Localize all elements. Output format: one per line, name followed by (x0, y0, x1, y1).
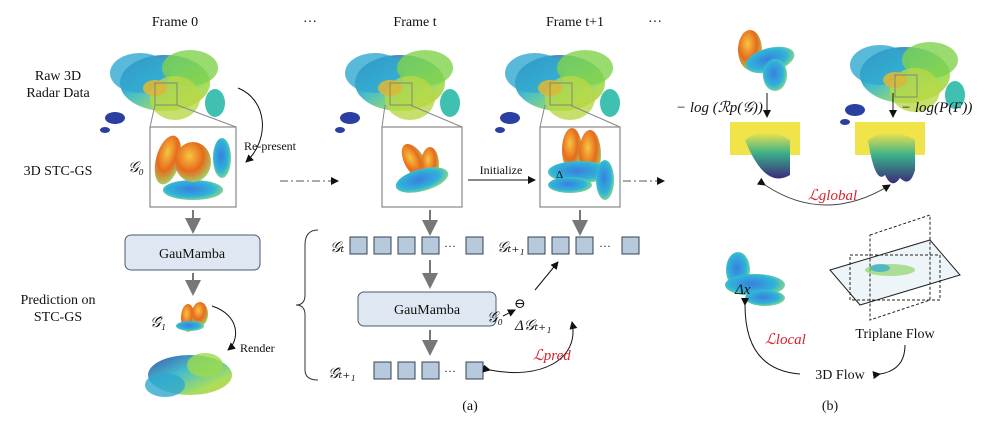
row-label-pred-2: STC-GS (34, 310, 82, 325)
seq-ellipsis: ··· (444, 364, 456, 378)
zoom-line (149, 104, 156, 128)
predicted-gaussians (176, 302, 208, 332)
zoom-line (409, 104, 463, 128)
gaussians-right-top (738, 30, 795, 91)
ellipsis: ··· (648, 15, 662, 30)
seq-ellipsis: ··· (599, 239, 611, 253)
zoom-line (569, 104, 621, 128)
l-pred-label: ℒpred (533, 348, 571, 364)
zoom-line (381, 104, 386, 128)
zoom-line (539, 104, 546, 128)
gaussians-frame-t (395, 143, 449, 193)
flow-arrow-right (872, 344, 906, 380)
surface-radar (855, 122, 925, 184)
radar-frame-t (334, 49, 461, 134)
g-hat-t1-symbol: 𝒢̂ₜ₊₁ (328, 366, 356, 382)
token-sequence-pred (373, 361, 484, 380)
token-sequence-t (349, 236, 484, 255)
gaussians-right-bottom (725, 252, 785, 306)
frame-0-label: Frame 0 (152, 15, 198, 30)
gaussians-frame-t1 (548, 128, 614, 200)
gaumamba-block-1 (124, 234, 261, 271)
row-label-stcgs: 3D STC-GS (24, 164, 93, 179)
row-label-pred-1: Prediction on (20, 293, 95, 308)
caption-a: (a) (462, 399, 478, 414)
g-t-symbol: 𝒢ₜ (330, 240, 345, 256)
rendered-radar (145, 353, 232, 397)
gaussians-frame-0 (154, 135, 231, 200)
g0-small-symbol: 𝒢₀ (487, 310, 503, 326)
frame-t-label: Frame t (393, 15, 436, 30)
flow-arrow-left (740, 297, 801, 375)
g-hat-1-symbol: 𝒢̂₁ (150, 315, 166, 331)
caption-b: (b) (822, 399, 839, 414)
triplane-flow-label: Triplane Flow (855, 327, 935, 342)
render-label: Render (240, 341, 275, 355)
row-label-raw-2: Radar Data (26, 86, 90, 101)
g-t1-symbol: 𝒢ₜ₊₁ (497, 240, 525, 256)
g0-symbol: 𝒢₀ (128, 160, 144, 176)
ominus-symbol: ⊖ (514, 297, 526, 312)
render-arrow (211, 305, 236, 351)
l-global-label: ℒglobal (808, 188, 857, 204)
delta-x-symbol: Δx (734, 282, 751, 298)
represent-arrow (237, 87, 263, 163)
neg-log-p-label: − log(P(F)) (901, 100, 972, 116)
gaumamba-block-2 (357, 291, 497, 327)
delta-arrow (534, 261, 559, 291)
surface-gaussian (730, 122, 800, 179)
triplane-icon (829, 214, 961, 321)
delta-symbol: Δ (556, 169, 563, 181)
seq-ellipsis: ··· (444, 239, 456, 253)
initialize-label: Initialize (480, 163, 523, 177)
l-local-label: ℒlocal (765, 332, 806, 348)
radar-frame-0 (99, 49, 226, 134)
row-label-raw-1: Raw 3D (35, 69, 81, 84)
3d-flow-label: 3D Flow (815, 368, 865, 383)
brace (295, 229, 319, 381)
subtract-arrow (502, 309, 516, 317)
gaumamba-label: GauMamba (394, 303, 461, 318)
frame-t1-label: Frame t+1 (546, 15, 604, 30)
delta-g-symbol: Δ𝒢ₜ₊₁ (514, 318, 551, 334)
represent-label: Re-present (244, 139, 297, 153)
neg-log-r-label: − log (ℛp(𝒢)) (676, 100, 763, 116)
zoom-line (176, 104, 237, 128)
global-loss-arrow (756, 177, 891, 206)
token-sequence-t1 (527, 236, 640, 255)
ellipsis: ··· (303, 15, 317, 30)
pred-loss-arrow (482, 321, 578, 374)
gaumamba-label: GauMamba (159, 247, 226, 262)
radar-frame-t1 (494, 49, 621, 134)
